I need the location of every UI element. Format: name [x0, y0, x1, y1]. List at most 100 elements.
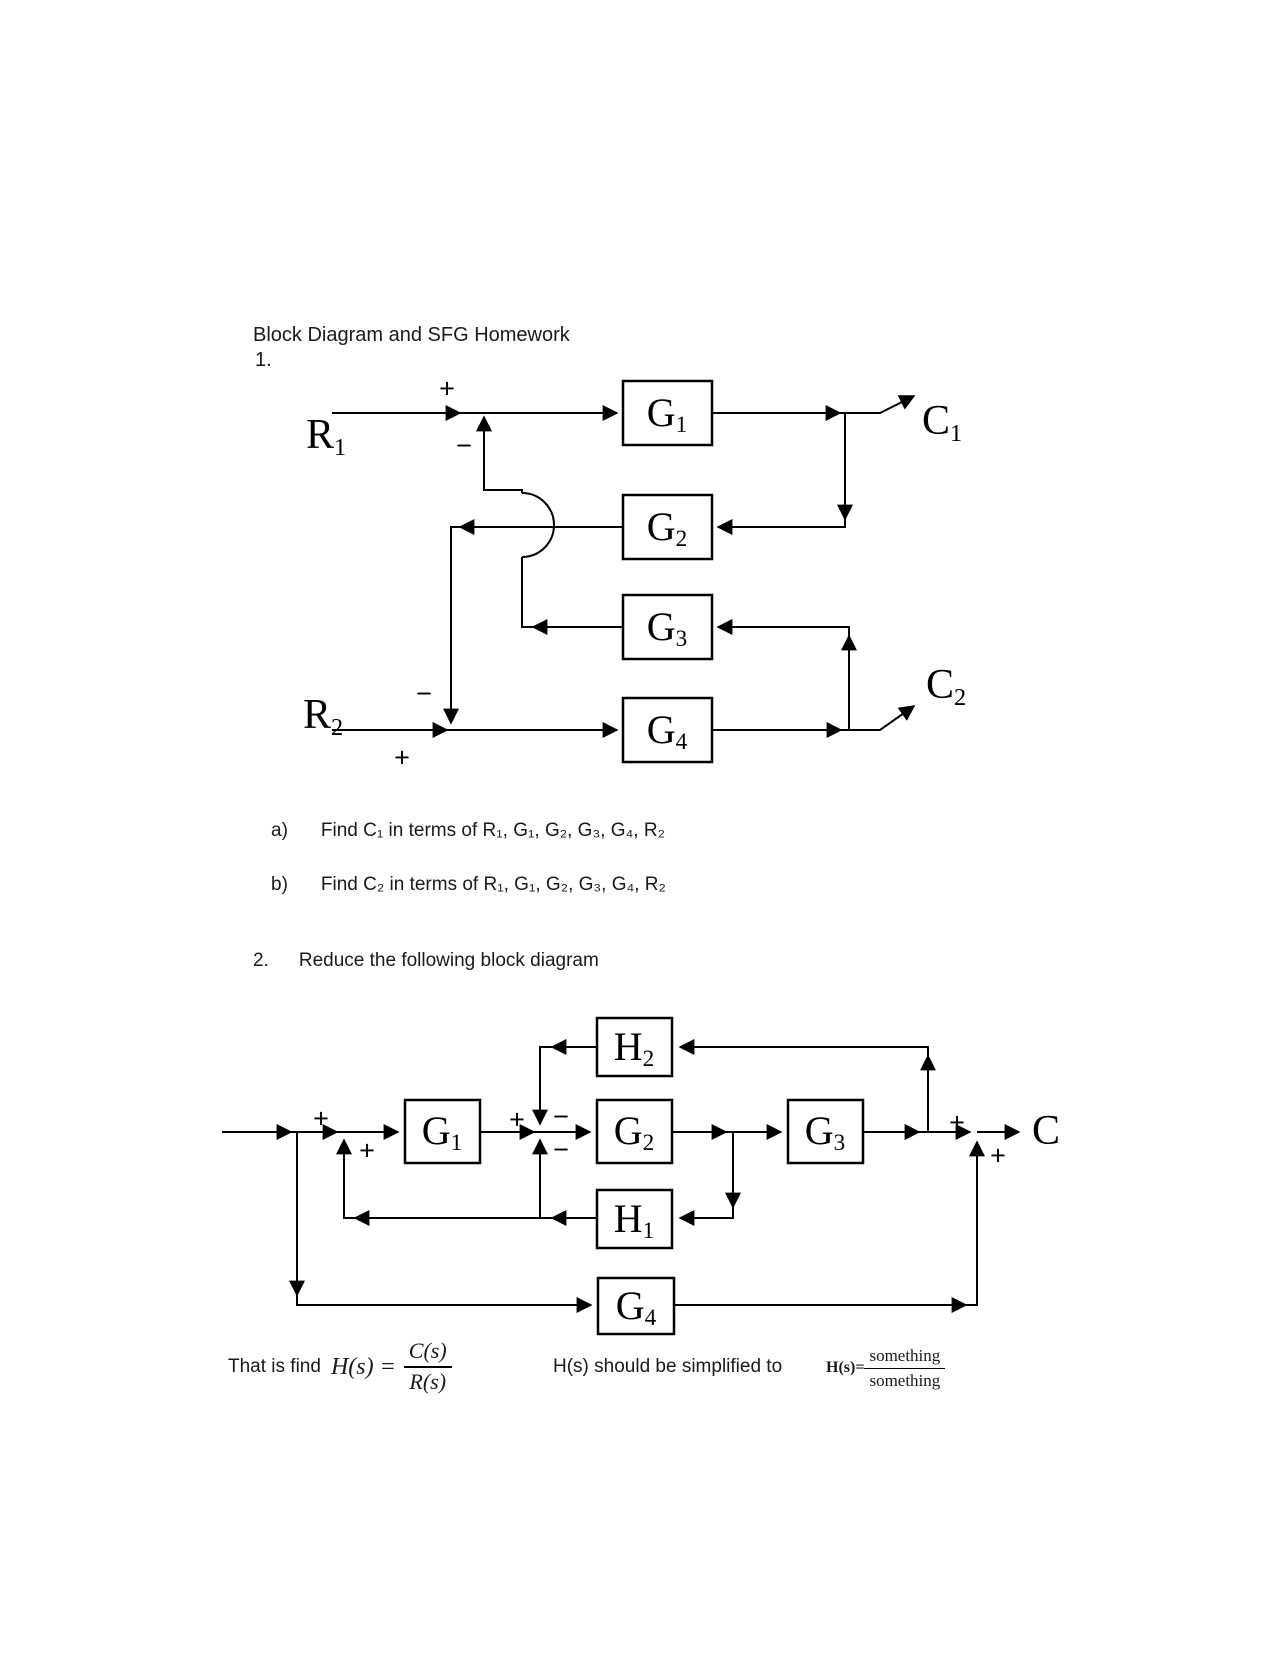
footer-middle-text: H(s) should be simplified to: [553, 1356, 783, 1377]
fraction-cs-over-rs: C(s) R(s): [403, 1339, 452, 1394]
d1-c1-output-line: [840, 395, 916, 414]
d1-block-g2-label: G2: [646, 504, 687, 552]
d1-blocks: [621, 379, 714, 764]
sub-char: 4: [675, 729, 688, 756]
d1-label-c2: C2: [926, 662, 966, 709]
d2-sign-sum1-plus-top: +: [313, 1103, 329, 1134]
d1-block-g1-label: G1: [646, 390, 687, 438]
d2-block-g3-box: [786, 1098, 865, 1165]
d2-block-h1-label: H1: [613, 1196, 654, 1244]
sub-char: 1: [675, 412, 688, 439]
d1-c2-output-line: [841, 705, 916, 731]
d2-sign-sum2-plus: +: [509, 1104, 525, 1135]
base-char: R: [303, 692, 332, 738]
base-char: G: [646, 390, 676, 435]
problem-2-heading: 2.Reduce the following block diagram: [253, 950, 599, 972]
fraction-something-over-something: something something: [864, 1346, 946, 1390]
d1-sign-sum1-plus: +: [439, 373, 455, 404]
base-char: G: [646, 604, 676, 649]
page-title: Block Diagram and SFG Homework: [253, 324, 570, 346]
footer-right: H(s)= something something: [826, 1340, 946, 1396]
d1-pickoff-to-g2-line: [716, 519, 846, 535]
d2-h2-feedback-to-sum2: [532, 1046, 552, 1126]
question-a: a) Find C₁ in terms of R₁, G₁, G₂, G₃, G₄…: [271, 820, 665, 842]
d2-block-h1-box: [595, 1188, 674, 1250]
d2-sign-sum1-plus-bottom: +: [359, 1135, 375, 1166]
d2-blocks: [403, 1016, 865, 1336]
sub-char: 2: [642, 1130, 655, 1157]
d1-g2-feedback-to-sum2: [443, 526, 460, 725]
base-char: G: [646, 504, 676, 549]
footer-hs-right-equation: H(s)=: [826, 1359, 865, 1376]
question-b-text: Find C₂ in terms of R₁, G₁, G₂, G₃, G₄, …: [320, 874, 666, 895]
fraction-numerator: C(s): [403, 1339, 452, 1368]
sub-char: 1: [334, 433, 347, 461]
d1-g3-feedback-to-sum1: [476, 415, 523, 493]
d1-label-r1: R1: [306, 414, 346, 459]
question-a-text: Find C₁ in terms of R₁, G₁, G₂, G₃, G₄, …: [320, 820, 665, 841]
base-char: H: [613, 1196, 643, 1241]
d2-block-g3-label: G3: [804, 1108, 845, 1156]
problem-2-number: 2.: [253, 950, 269, 971]
d2-block-h2-label: H2: [613, 1024, 654, 1072]
d1-sign-sum1-minus: −: [456, 430, 472, 461]
d1-block-g4-box: [621, 696, 714, 764]
d2-block-g4-box: [596, 1276, 676, 1336]
d1-block-g3-label: G3: [646, 604, 687, 652]
base-char: H: [613, 1024, 643, 1069]
sub-char: 1: [450, 1130, 463, 1157]
d1-block-g1-box: [621, 379, 714, 447]
d2-block-h2-box: [595, 1016, 674, 1078]
sub-char: 2: [642, 1046, 655, 1073]
sub-char: 3: [833, 1130, 846, 1157]
sub-char: 3: [675, 626, 688, 653]
sub-char: 4: [644, 1305, 657, 1332]
d2-sign-sum2-minus-bottom: −: [553, 1134, 569, 1165]
base-char: G: [615, 1283, 645, 1328]
question-b: b) Find C₂ in terms of R₁, G₁, G₂, G₃, G₄…: [271, 874, 666, 896]
d1-sign-sum2-plus: +: [394, 742, 410, 773]
base-char: G: [804, 1108, 834, 1153]
d1-block-g4-label: G4: [647, 710, 687, 755]
d2-block-g1-label: G1: [421, 1108, 462, 1156]
d2-g4-to-sum4: [966, 1140, 985, 1306]
fraction-numerator: something: [864, 1346, 946, 1369]
sub-char: 1: [642, 1218, 655, 1245]
sub-char: 2: [954, 683, 967, 711]
d2-block-g2-box: [595, 1098, 674, 1165]
d2-block-g2-label: G2: [613, 1108, 654, 1156]
d1-block-g2-box: [621, 493, 714, 561]
fraction-denominator: something: [869, 1370, 941, 1390]
base-char: G: [421, 1108, 451, 1153]
d1-line-hop-arc: [521, 492, 555, 558]
d2-sign-sum4-plus-bottom: +: [990, 1140, 1006, 1171]
d2-label-c: C: [1032, 1108, 1061, 1154]
d2-block-g1-box: [403, 1098, 482, 1165]
d1-pickoff-to-g3-line: [716, 619, 850, 636]
problem-1-number: 1.: [255, 349, 272, 371]
d1-label-r2: R2: [303, 692, 343, 739]
d2-signal-lines: [222, 1039, 1021, 1313]
d1-signal-lines: [332, 395, 916, 738]
footer-hs-equation: H(s) =: [330, 1353, 396, 1380]
base-char: C: [926, 662, 955, 708]
d1-label-c1: C1: [922, 398, 962, 445]
fraction-denominator: R(s): [409, 1369, 447, 1394]
sub-char: 2: [675, 526, 688, 553]
base-char: C: [922, 398, 951, 444]
d2-feedforward-to-g4: [296, 1295, 593, 1313]
sub-char: 2: [331, 713, 344, 741]
d2-pickoff-to-h2: [678, 1039, 929, 1056]
d1-block-g3-box: [621, 593, 714, 661]
question-b-label: b): [271, 874, 288, 895]
d2-sign-sum4-plus-top: +: [949, 1107, 965, 1138]
base-char: G: [613, 1108, 643, 1153]
d2-pickoff-to-h1: [678, 1207, 734, 1226]
d2-block-g4-label: G4: [615, 1283, 656, 1331]
d2-sign-sum2-minus-top: −: [553, 1101, 569, 1132]
footer-find-text: That is find: [228, 1356, 321, 1377]
sub-char: 1: [950, 419, 963, 447]
question-a-label: a): [271, 820, 288, 841]
